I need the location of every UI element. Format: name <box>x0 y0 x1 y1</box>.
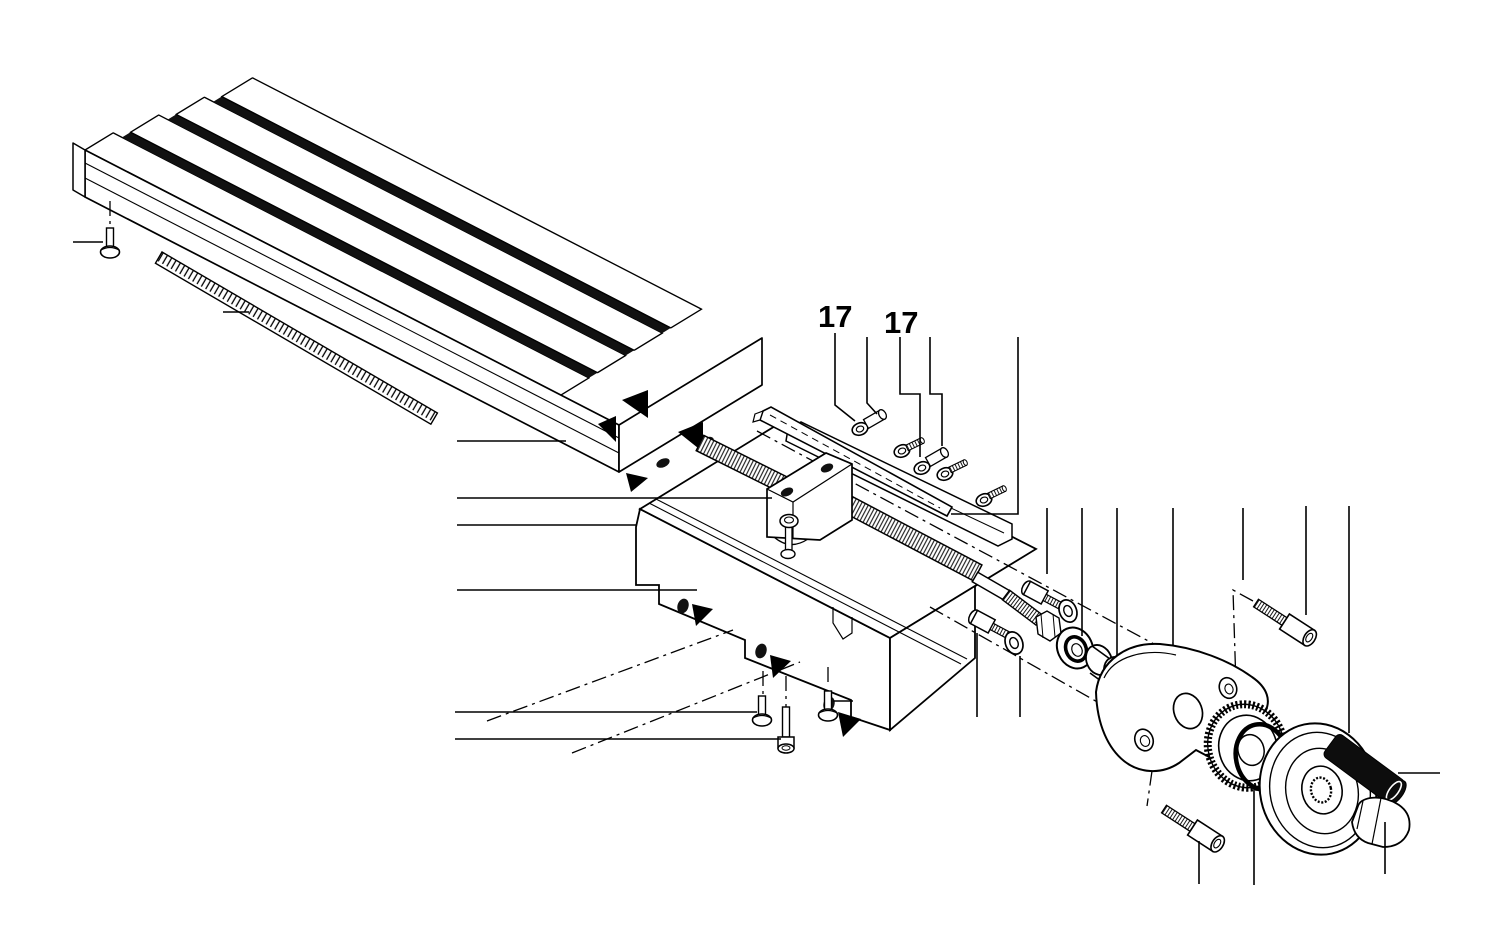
saddle-hole <box>677 598 689 614</box>
bearing <box>1055 626 1095 670</box>
scale-strip <box>154 251 439 426</box>
table-hole <box>656 458 670 468</box>
saddle-screw-axis-2 <box>571 661 801 754</box>
table-slot-end-shadow <box>598 416 616 442</box>
saddle-right-end <box>889 584 976 732</box>
saddle-screw-axis-1 <box>486 629 734 722</box>
table-fixing-screw <box>99 227 121 259</box>
handwheel-handle <box>1323 734 1407 805</box>
saddle-bottom-screws <box>751 690 839 754</box>
acorn-nut <box>1351 796 1411 848</box>
nut-block-hole <box>780 487 794 497</box>
table-rail-3 <box>175 96 664 351</box>
leadscrew <box>695 434 1062 642</box>
t-slot-table <box>72 77 763 492</box>
housing-center-hole <box>1172 692 1204 730</box>
saddle-top-notch <box>832 607 853 640</box>
leader-lines <box>73 241 1440 885</box>
table-left-end <box>72 142 86 198</box>
table-slot-end-shadow <box>678 422 703 452</box>
table-right-end <box>618 337 763 473</box>
callout-17-a: 17 <box>818 299 852 334</box>
gib-strip <box>752 406 954 518</box>
housing-screw-axis-top <box>1232 588 1254 687</box>
nut-block-hole <box>820 463 834 473</box>
lower-screw-axis <box>929 606 1153 734</box>
housing-screw-bottom <box>1158 800 1228 856</box>
handwheel-bore <box>1309 776 1333 804</box>
saddle-hole <box>755 643 767 659</box>
saddle-hole-shadow <box>692 604 713 626</box>
saddle-hole-shadow <box>838 712 861 737</box>
table-end-shadow <box>626 473 648 492</box>
nut-block-bolt <box>779 513 799 560</box>
table-slot-end-shadow <box>622 390 648 418</box>
table-slot-1 <box>122 132 598 378</box>
table-rail-2 <box>129 114 627 374</box>
table-slot-3 <box>213 96 671 334</box>
housing-screw-top <box>1250 594 1320 650</box>
table-rail-4 <box>220 77 703 329</box>
leadscrew-hex-end <box>1035 610 1062 642</box>
callout-17-b: 17 <box>884 305 918 340</box>
bolt-hole <box>780 548 796 560</box>
table-slot-2 <box>167 114 635 356</box>
